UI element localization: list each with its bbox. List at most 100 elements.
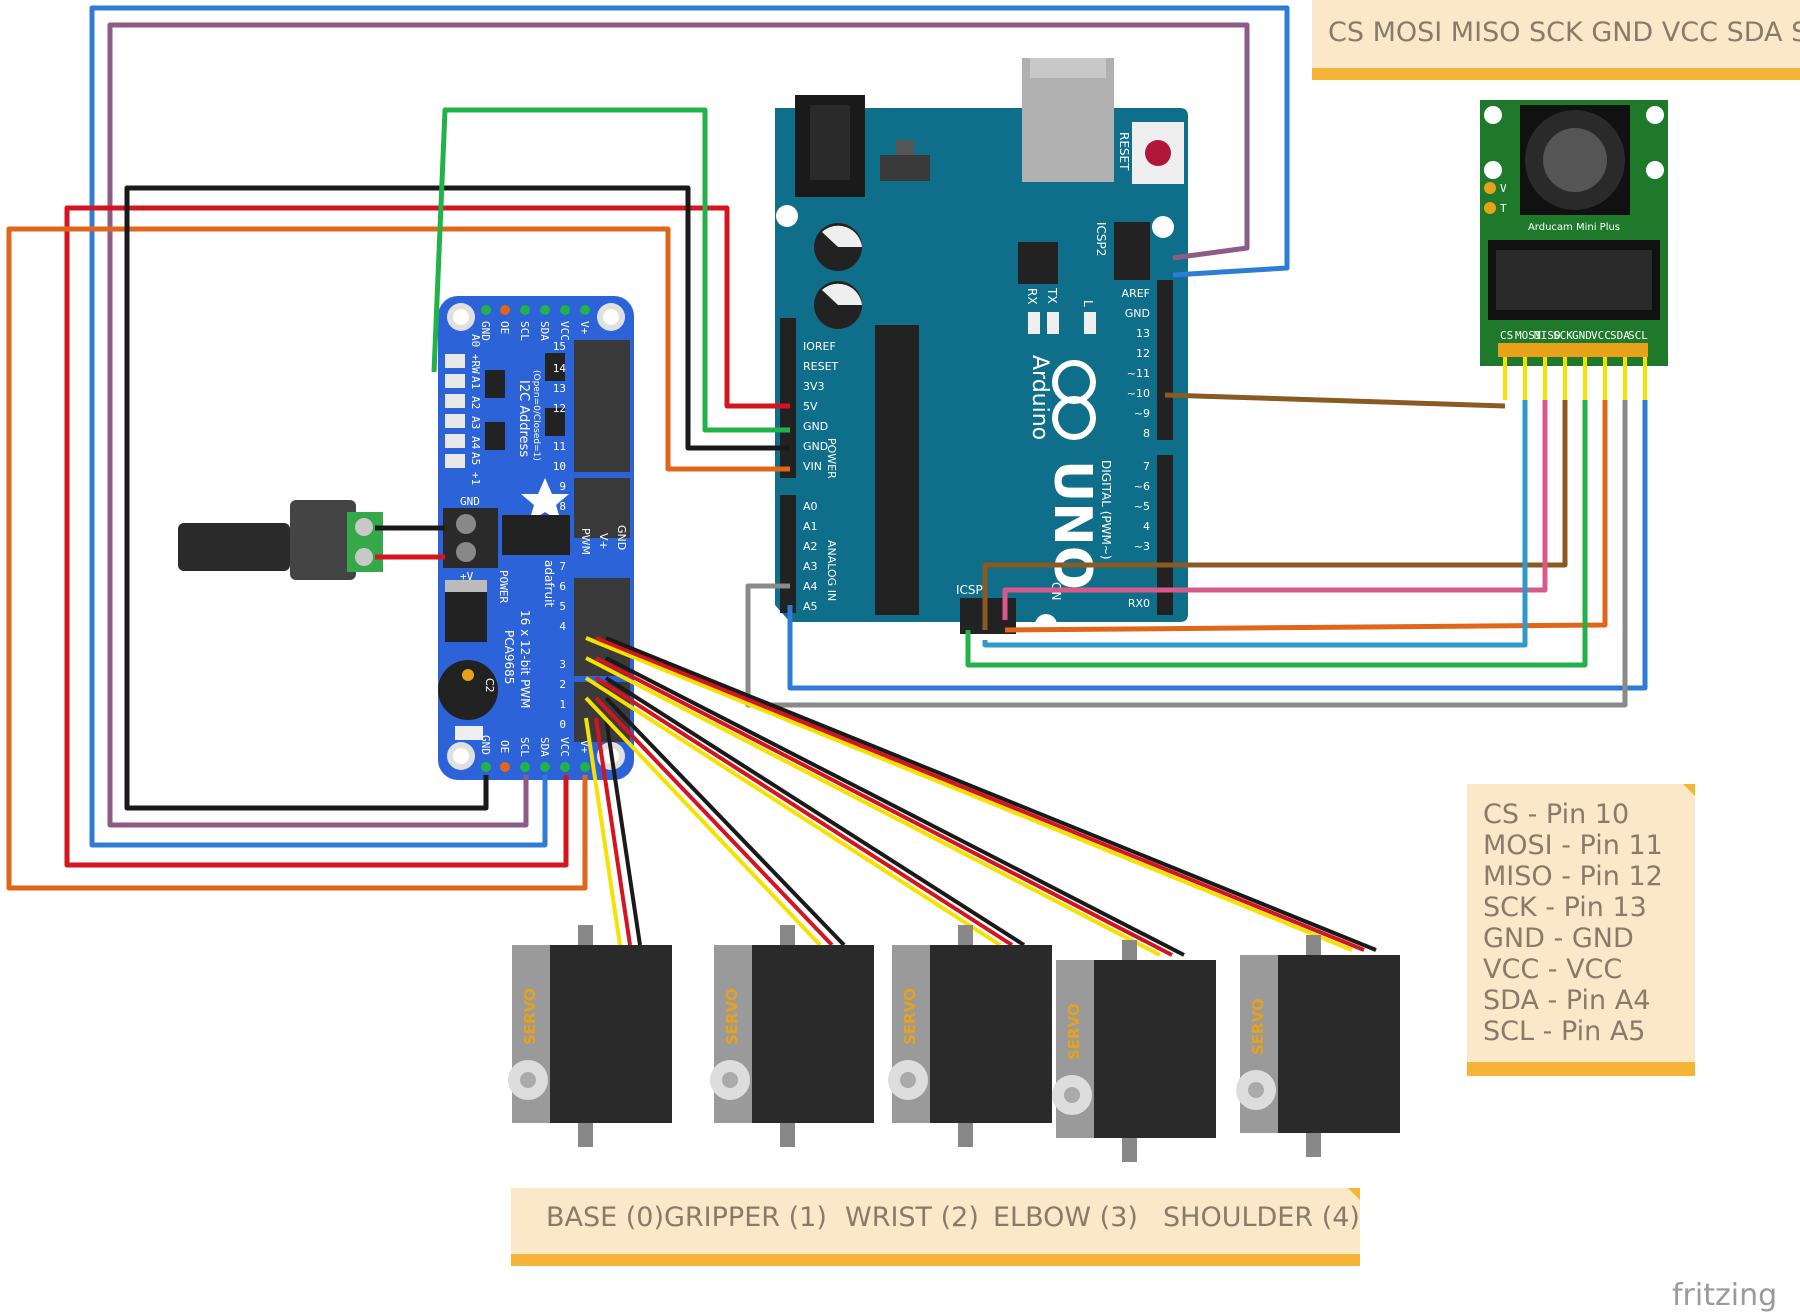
servo-label-elbow: ELBOW (3) <box>993 1202 1138 1233</box>
pca9685-chip <box>502 515 570 555</box>
addr-pad-label: A3 <box>469 416 482 429</box>
channel-label: 4 <box>559 620 566 633</box>
power-pin-label: GND <box>803 440 828 453</box>
servo-label-gripper: GRIPPER (1) <box>664 1202 827 1233</box>
pin-label: ~9 <box>1134 407 1150 420</box>
pin-map-line: SCK - Pin 13 <box>1483 892 1647 923</box>
channel-label: 12 <box>553 402 566 415</box>
servo-elbow: SERVO <box>1052 940 1216 1162</box>
pin-label: ~11 <box>1127 367 1150 380</box>
servo-base: SERVO <box>508 925 672 1147</box>
analog-pin-label: A0 <box>803 500 818 513</box>
pwm-header-mid <box>574 478 630 538</box>
servo-shoulder: SERVO <box>1236 935 1400 1157</box>
adafruit-logo <box>521 478 569 522</box>
wires <box>6 5 1648 891</box>
camera-pin-label: GND <box>1572 329 1592 342</box>
bottom-pin-label: V+ <box>578 740 591 754</box>
power-pin-label: RESET <box>803 360 839 373</box>
analog-header <box>780 495 796 613</box>
camera-pin-label: VCC <box>1591 329 1611 342</box>
addr-pad-label: A1 <box>469 376 482 389</box>
digital-header-upper <box>1157 280 1173 440</box>
channel-label: 15 <box>553 340 566 353</box>
pca9685-board: GND OE SCL SDA VCC V+ A0 +RW A1 A2 A3 A4… <box>438 296 634 780</box>
servo-base-label: SERVO <box>521 988 539 1045</box>
power-label: POWER <box>825 438 838 479</box>
arduino-logo-text: Arduino <box>1027 355 1052 440</box>
pwm-header-upper <box>574 340 630 472</box>
servo-gripper: SERVO <box>710 925 874 1147</box>
power-pin-label: VIN <box>803 460 822 473</box>
channel-label: 3 <box>559 658 566 671</box>
top-pin-label: OE <box>498 321 511 334</box>
pca9685-name: PCA9685 <box>502 630 516 684</box>
analog-pin-label: A3 <box>803 560 818 573</box>
pins-header-text: CS MOSI MISO SCK GND VCC SDA SCL <box>1328 17 1800 48</box>
icsp-label: ICSP <box>956 583 983 597</box>
power-pin-label: IOREF <box>803 340 836 353</box>
analog-pin-label: A2 <box>803 540 818 553</box>
channel-label: 6 <box>559 580 566 593</box>
reset-label: RESET <box>1117 132 1131 171</box>
pin-map-line: SCL - Pin A5 <box>1483 1016 1645 1047</box>
camera-side-label: V <box>1500 182 1507 195</box>
servo-label-shoulder: SHOULDER (4) <box>1163 1202 1360 1233</box>
bottom-pin-label: OE <box>498 740 511 753</box>
power-pin-label: GND <box>803 420 828 433</box>
pins-header-note: CS MOSI MISO SCK GND VCC SDA SCL <box>1312 0 1800 80</box>
adafruit-brand: adafruit <box>542 560 556 607</box>
atmega-chip <box>875 325 919 615</box>
arduino-uno-board: RESET RX TX L ICSP2 Arduino UNO DIGITAL … <box>775 58 1188 636</box>
channel-label: 1 <box>559 698 566 711</box>
pwm-col-label: GND <box>615 525 628 550</box>
channel-label: 14 <box>553 362 567 375</box>
usb-port <box>1022 58 1114 182</box>
camera-pin-label: SCK <box>1553 329 1573 342</box>
servo-label-wrist: WRIST (2) <box>845 1202 979 1233</box>
rx-label: RX <box>1025 288 1039 305</box>
pin-map-note: CS - Pin 10 MOSI - Pin 11 MISO - Pin 12 … <box>1467 784 1695 1076</box>
power-pin-label: 3V3 <box>803 380 825 393</box>
camera-pin-label: CS <box>1500 329 1513 342</box>
arducam-mini-plus: V T Arducam Mini Plus CS MOSI MISO SCK G… <box>1480 100 1668 400</box>
analog-pin-label: A1 <box>803 520 818 533</box>
dc-barrel-jack <box>178 500 383 580</box>
gnd-label: GND <box>1125 307 1150 320</box>
camera-side-label: T <box>1500 202 1507 215</box>
pin-map-line: CS - Pin 10 <box>1483 799 1629 830</box>
channel-label: 9 <box>559 480 566 493</box>
digital-label: DIGITAL (PWM~) <box>1099 460 1113 560</box>
pin-map-line: SDA - Pin A4 <box>1483 985 1650 1016</box>
top-pin-label: SCL <box>518 321 531 341</box>
uno-logo-text: UNO <box>1042 460 1102 590</box>
top-pin-label: SDA <box>538 321 551 341</box>
camera-pin-label: MOSI <box>1515 329 1542 342</box>
servo-wrist-label: SERVO <box>901 988 919 1045</box>
digital-header-lower <box>1157 455 1173 615</box>
pin-map-line: VCC - VCC <box>1483 954 1622 985</box>
pin-label: 7 <box>1143 460 1150 473</box>
l-label: L <box>1081 300 1095 307</box>
channel-label: 2 <box>559 678 566 691</box>
camera-pin-label: SCL <box>1628 329 1648 342</box>
pin-label: ~10 <box>1127 387 1150 400</box>
pin-label: 8 <box>1143 427 1150 440</box>
top-pin-label: VCC <box>558 321 571 341</box>
analog-label: ANALOG IN <box>825 540 838 601</box>
bottom-pin-label: VCC <box>558 737 571 757</box>
pca9685-subtitle: 16 x 12-bit PWM <box>518 610 532 709</box>
terminal-gnd-label: GND <box>460 495 480 508</box>
channel-label: 13 <box>553 382 566 395</box>
channel-label: 11 <box>553 440 566 453</box>
servo-gripper-label: SERVO <box>723 988 741 1045</box>
servo-wrist: SERVO <box>888 925 1052 1147</box>
addr-pad-label: A4 <box>469 436 482 450</box>
channel-label: 0 <box>559 718 566 731</box>
power-pin-label: 5V <box>803 400 818 413</box>
addr-pad-label: A0 +RW <box>469 334 482 374</box>
camera-pin-label: SDA <box>1610 329 1630 342</box>
i2c-address-label: I2C Address <box>516 380 531 457</box>
power-header <box>780 318 796 478</box>
fritzing-logo: fritzing <box>1672 1278 1777 1313</box>
